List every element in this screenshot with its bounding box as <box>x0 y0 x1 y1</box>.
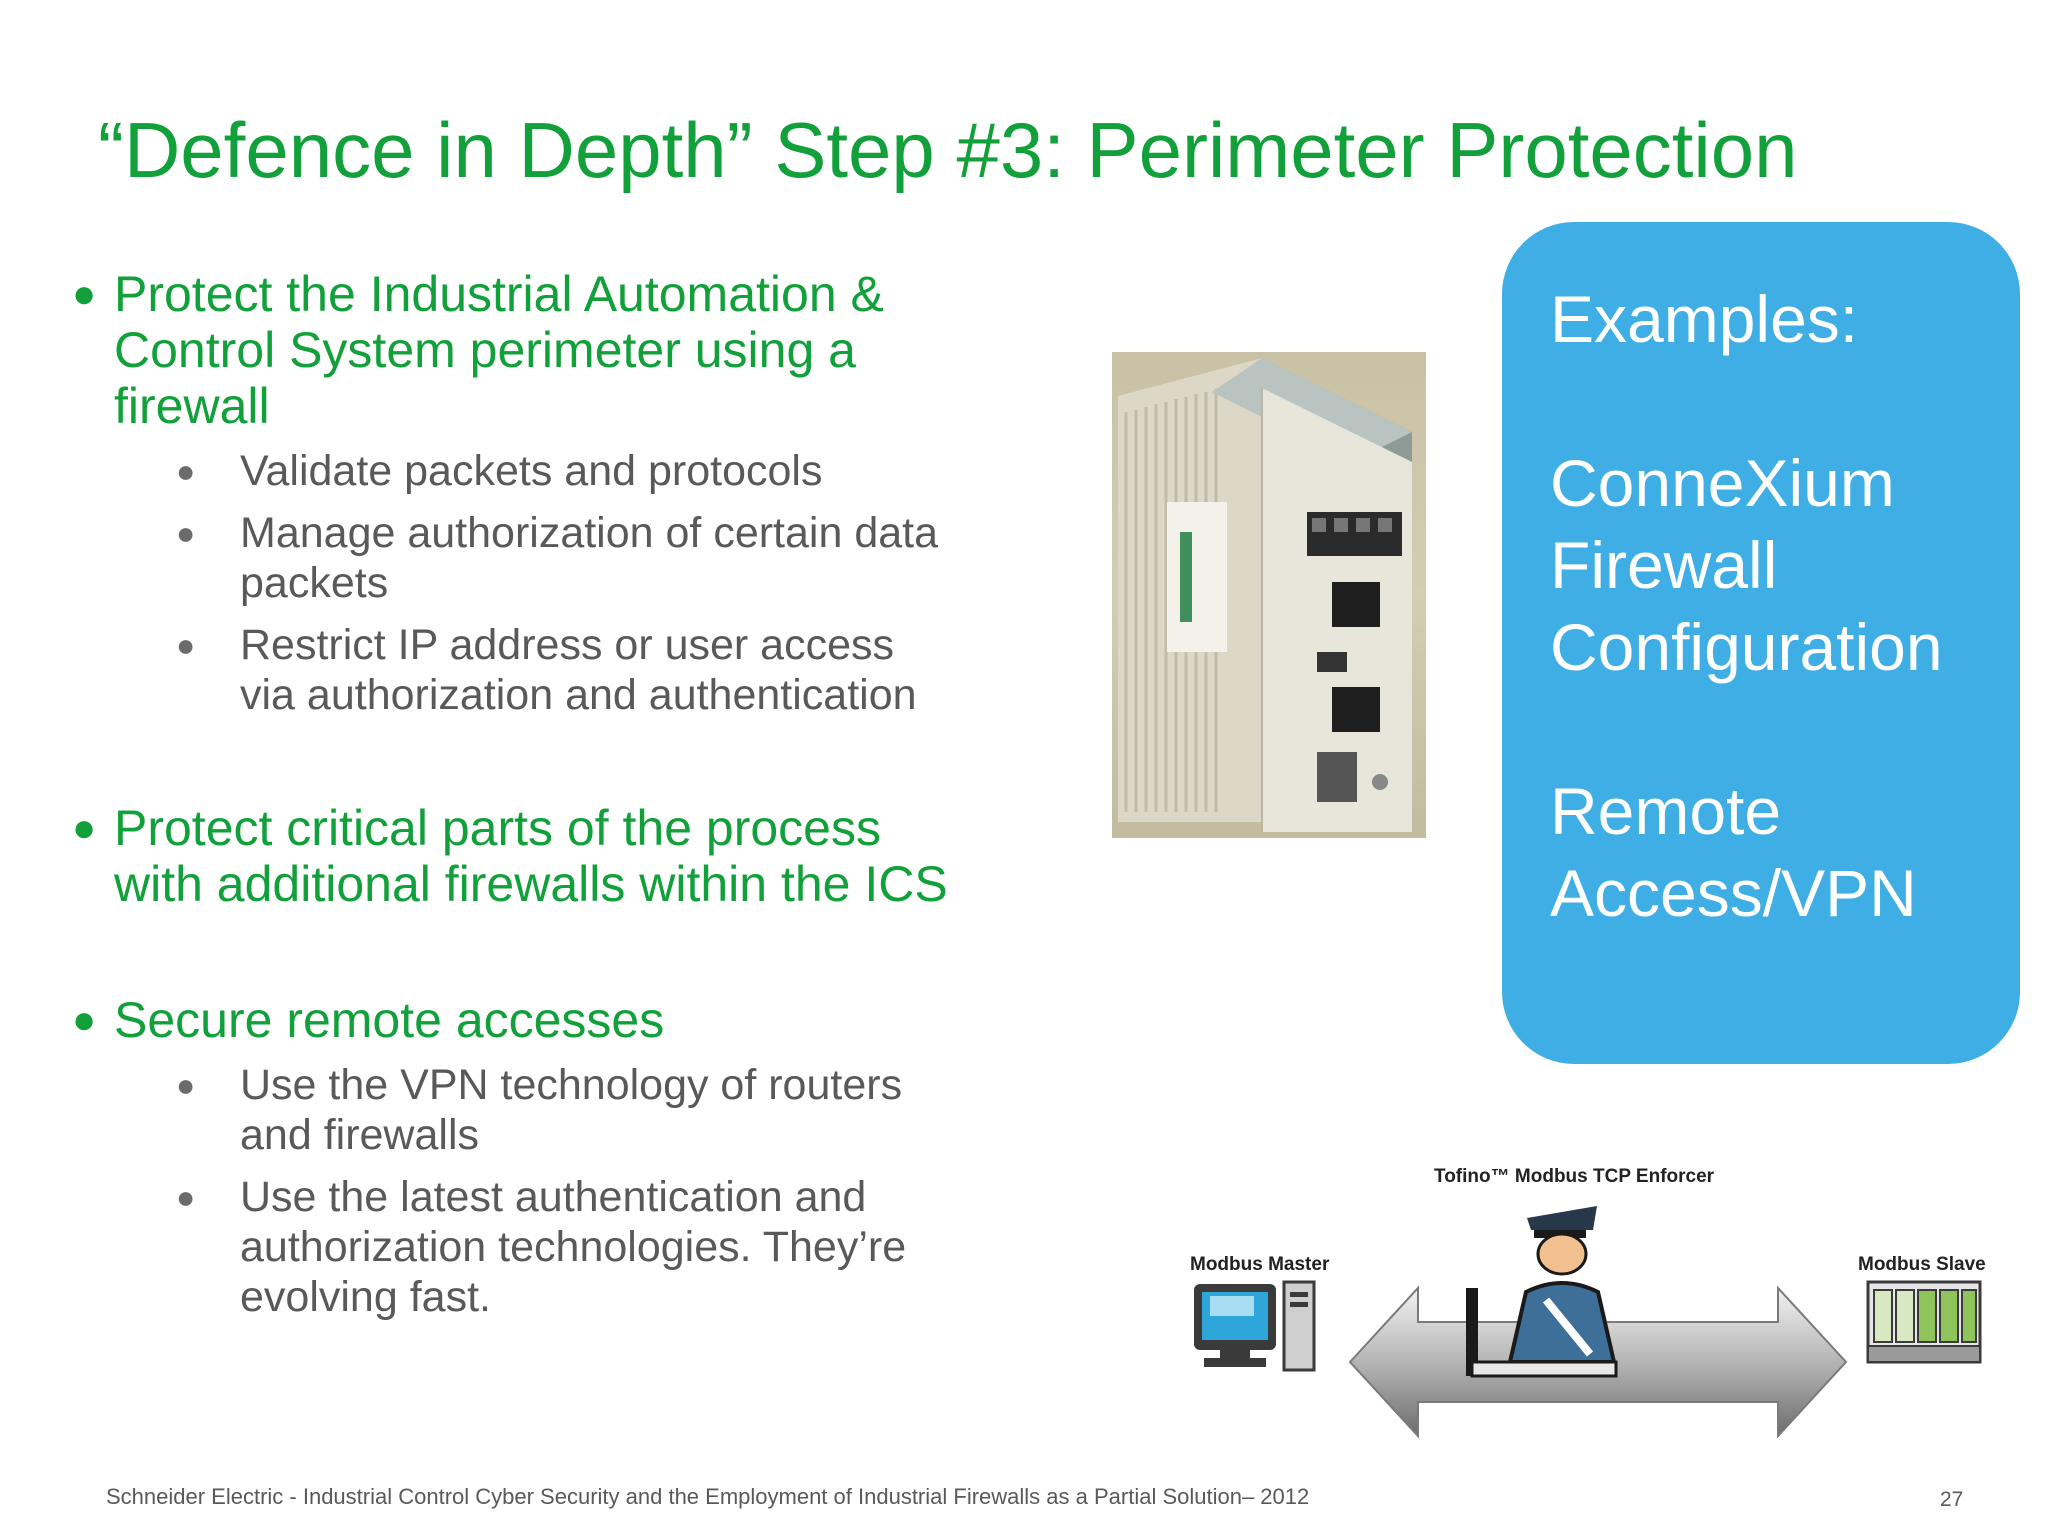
bullet-dot-icon: ● <box>72 272 97 316</box>
modbus-slave-plc-icon <box>1866 1280 1982 1364</box>
page-number: 27 <box>1940 1488 1964 1511</box>
examples-line: Access/VPN <box>1550 856 1917 930</box>
bullet-level1: ● Protect critical parts of the process … <box>70 800 1030 912</box>
examples-line: ConneXium <box>1550 446 1895 520</box>
bullet-line: Use the latest authentication and <box>240 1173 867 1221</box>
bullet-line: Manage authorization of certain data <box>240 509 939 557</box>
bullet-level2: ● Validate packets and protocols <box>70 446 1030 496</box>
bullet-level2: ● Restrict IP address or user access via… <box>70 620 1030 720</box>
bullet-line: with additional firewalls within the ICS <box>114 856 948 912</box>
firewall-device-image <box>1112 352 1426 838</box>
bullet-line: Secure remote accesses <box>114 992 665 1048</box>
bullet-level2: ● Manage authorization of certain data p… <box>70 508 1030 608</box>
bullet-dot-icon: ● <box>176 453 196 489</box>
bullet-level2: ● Use the latest authentication and auth… <box>70 1172 1030 1322</box>
slide-title: “Defence in Depth” Step #3: Perimeter Pr… <box>98 106 1798 194</box>
bullet-line: Protect critical parts of the process <box>114 800 881 856</box>
security-guard-icon <box>1466 1206 1618 1378</box>
bullet-level1: ● Protect the Industrial Automation & Co… <box>70 266 1030 434</box>
bullet-dot-icon: ● <box>176 515 196 551</box>
bullet-line: Protect the Industrial Automation & <box>114 266 884 322</box>
bullet-line: via authorization and authentication <box>240 671 917 719</box>
footer-text: Schneider Electric - Industrial Control … <box>106 1484 1310 1509</box>
master-label: Modbus Master <box>1190 1254 1330 1275</box>
examples-line: Firewall <box>1550 528 1778 602</box>
bullet-dot-icon: ● <box>176 1179 196 1215</box>
bullet-line: evolving fast. <box>240 1273 491 1321</box>
bullet-line: authorization technologies. They’re <box>240 1223 907 1271</box>
bullet-line: Use the VPN technology of routers <box>240 1061 903 1109</box>
bullet-line: Validate packets and protocols <box>240 447 823 495</box>
bullet-line: Control System perimeter using a <box>114 322 856 378</box>
bullet-content: ● Protect the Industrial Automation & Co… <box>70 266 1030 1322</box>
bullet-line: and firewalls <box>240 1111 479 1159</box>
bullet-dot-icon: ● <box>176 1067 196 1103</box>
bullet-level1: ● Secure remote accesses <box>70 992 1030 1048</box>
bullet-dot-icon: ● <box>72 998 97 1042</box>
examples-line: Remote <box>1550 774 1782 848</box>
tofino-diagram: Tofino™ Modbus TCP Enforcer Modbus Maste… <box>1180 1150 2020 1440</box>
bullet-dot-icon: ● <box>72 806 97 850</box>
bullet-dot-icon: ● <box>176 627 196 663</box>
bullet-line: packets <box>240 559 389 607</box>
examples-callout: Examples: ConneXium Firewall Configurati… <box>1502 222 2020 1064</box>
enforcer-label: Tofino™ Modbus TCP Enforcer <box>1434 1166 1715 1187</box>
examples-heading: Examples: <box>1550 282 1859 356</box>
examples-line: Configuration <box>1550 610 1943 684</box>
modbus-master-computer-icon <box>1194 1280 1316 1372</box>
slave-label: Modbus Slave <box>1858 1254 1986 1275</box>
bullet-line: Restrict IP address or user access <box>240 621 895 669</box>
bullet-level2: ● Use the VPN technology of routers and … <box>70 1060 1030 1160</box>
bullet-line: firewall <box>114 378 270 434</box>
